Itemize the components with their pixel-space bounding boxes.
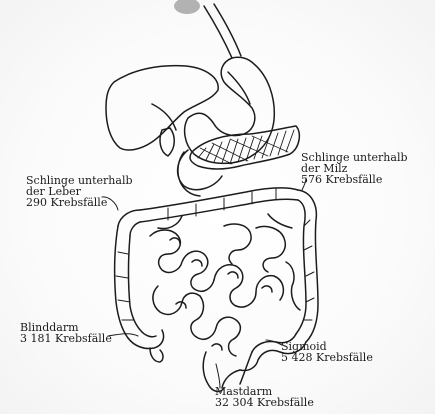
label-loop-below-liver: Schlinge unterhalb der Leber 290 Krebsfä… — [26, 175, 133, 208]
liver-inner — [152, 104, 176, 130]
stomach-fold — [228, 72, 250, 104]
pancreas — [190, 126, 299, 169]
descending-colon — [296, 190, 318, 342]
label-sigmoid: Sigmoid 5 428 Krebsfälle — [281, 341, 373, 363]
transverse-colon — [140, 188, 298, 222]
label-loop-below-spleen-count: 576 Krebsfälle — [301, 174, 408, 185]
liver — [106, 66, 218, 150]
gallbladder — [160, 128, 174, 156]
hepatic-flexure — [118, 210, 140, 236]
label-cecum-count: 3 181 Krebsfälle — [20, 333, 112, 344]
small-intestine — [150, 214, 300, 356]
label-cecum: Blinddarm 3 181 Krebsfälle — [20, 322, 112, 344]
label-rectum-count: 32 304 Krebsfälle — [215, 397, 314, 408]
label-sigmoid-count: 5 428 Krebsfälle — [281, 352, 373, 363]
label-rectum: Mastdarm 32 304 Krebsfälle — [215, 386, 314, 408]
esophagus — [204, 4, 241, 58]
duodenum — [178, 150, 222, 196]
label-loop-below-spleen: Schlinge unterhalb der Milz 576 Krebsfäl… — [301, 152, 408, 185]
ascending-colon — [115, 226, 142, 338]
top-blot — [174, 0, 200, 14]
label-loop-below-liver-count: 290 Krebsfälle — [26, 197, 133, 208]
